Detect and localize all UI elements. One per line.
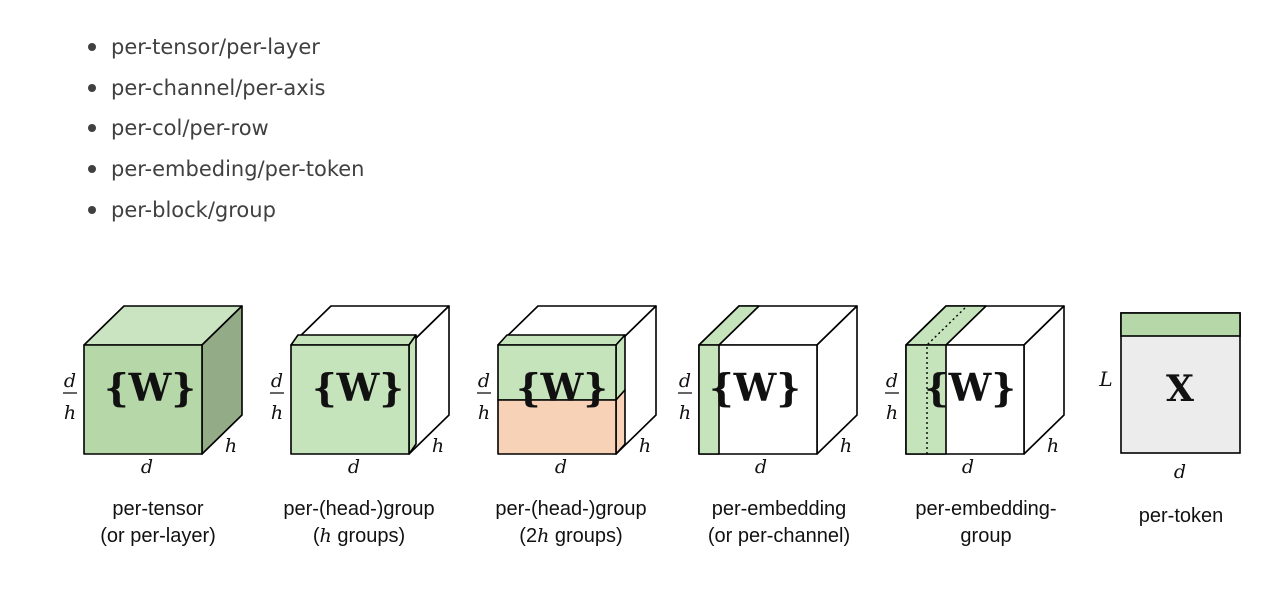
- left-label-numerator: d: [64, 370, 76, 392]
- list-item-text: per-col/per-row: [111, 116, 269, 141]
- left-label-numerator: d: [679, 370, 691, 392]
- cube: [290, 305, 450, 455]
- group-slice-side-upper: [615, 334, 626, 401]
- caption-line1: per-embedding: [712, 498, 847, 520]
- left-label-denominator: h: [271, 402, 283, 424]
- bottom-label: d: [755, 456, 767, 478]
- group-divider-dotted: [926, 305, 968, 454]
- depth-label: h: [639, 435, 651, 457]
- bottom-label: d: [141, 456, 153, 478]
- caption-line1: per-(head-)group: [495, 498, 646, 520]
- activation-matrix: [1120, 312, 1241, 454]
- bullet-dot: [88, 205, 96, 214]
- diagram-per-token: X L d per-token: [1098, 312, 1241, 527]
- weight-symbol: {W}: [516, 365, 608, 410]
- list-item: per-block/group: [88, 193, 364, 234]
- left-label-numerator: d: [271, 370, 283, 392]
- caption-line1: per-token: [1139, 505, 1224, 527]
- list-item: per-col/per-row: [88, 111, 364, 152]
- list-item-text: per-tensor/per-layer: [111, 35, 320, 59]
- cube: [497, 305, 657, 455]
- bottom-label: d: [1174, 461, 1186, 483]
- caption-line2: (or per-channel): [708, 525, 850, 547]
- group-slice-side-lower: [615, 389, 626, 455]
- embedding-group-strip-front: [905, 344, 947, 455]
- left-label-denominator: h: [478, 402, 490, 424]
- activation-symbol: X: [1166, 368, 1194, 410]
- cube-front-lower-group: [497, 399, 617, 455]
- cube: [83, 305, 243, 455]
- list-item-text: per-channel/per-axis: [111, 75, 326, 100]
- bottom-label: d: [348, 456, 360, 478]
- cube-front-face: [83, 344, 203, 455]
- cube-front-face: [290, 344, 410, 455]
- depth-label: h: [1047, 435, 1059, 457]
- caption-line2: (2h groups): [519, 525, 622, 547]
- list-item: per-embeding/per-token: [88, 152, 364, 193]
- caption-line2: (h groups): [313, 525, 405, 547]
- left-label-denominator: h: [886, 402, 898, 424]
- bullet-dot: [88, 124, 96, 133]
- bottom-label: d: [555, 456, 567, 478]
- cube-front-upper-group: [497, 344, 617, 401]
- token-row-highlight: [1120, 312, 1241, 337]
- left-label-denominator: h: [679, 402, 691, 424]
- depth-label: h: [840, 435, 852, 457]
- cube: [698, 305, 858, 455]
- list-item-text: per-embeding/per-token: [111, 157, 365, 182]
- diagram-per-head-group-2h: {W} d h d h per-(head-)group (2h groups): [477, 305, 657, 547]
- caption-line1: per-embedding-: [915, 498, 1056, 520]
- group-slice-side: [408, 334, 417, 455]
- diagram-per-head-group-h: {W} d h d h per-(head-)group (h groups): [270, 305, 450, 547]
- bullet-dot: [88, 165, 96, 174]
- diagram-per-embedding: {W} d h d h per-embedding (or per-channe…: [678, 305, 858, 547]
- left-label-denominator: h: [64, 402, 76, 424]
- diagram-per-embedding-group: {W} d h d h per-embedding- group: [885, 305, 1065, 547]
- caption-line1: per-(head-)group: [283, 498, 434, 520]
- bottom-label: d: [962, 456, 974, 478]
- caption-italic-h: h: [320, 525, 332, 547]
- list-item: per-channel/per-axis: [88, 71, 364, 112]
- group-slice-top: [497, 334, 626, 346]
- caption-italic-h: h: [537, 525, 549, 547]
- caption-line2: group: [960, 525, 1011, 547]
- depth-label: h: [225, 435, 237, 457]
- caption-prefix: (2: [519, 525, 537, 547]
- caption-rest: groups): [332, 525, 405, 547]
- bullet-dot: [88, 83, 96, 92]
- caption-line2: (or per-layer): [100, 525, 216, 547]
- diagram-per-tensor: {W} d h d h per-tensor (or per-layer): [63, 305, 243, 547]
- list-item: per-tensor/per-layer: [88, 30, 364, 71]
- caption-line1: per-tensor: [112, 498, 203, 520]
- depth-label: h: [432, 435, 444, 457]
- weight-symbol: {W}: [924, 365, 1016, 410]
- group-slice-top: [290, 334, 417, 346]
- bullet-dot: [88, 43, 96, 51]
- weight-symbol: {W}: [104, 365, 196, 410]
- weight-symbol: {W}: [709, 365, 801, 410]
- list-item-text: per-block/group: [111, 197, 276, 222]
- left-label-numerator: d: [478, 370, 490, 392]
- quantization-granularity-list: per-tensor/per-layer per-channel/per-axi…: [88, 30, 364, 233]
- left-label-numerator: d: [886, 370, 898, 392]
- weight-symbol: {W}: [312, 365, 404, 410]
- left-label: L: [1098, 367, 1112, 391]
- caption-rest: groups): [549, 525, 622, 547]
- embedding-strip-front: [698, 344, 720, 455]
